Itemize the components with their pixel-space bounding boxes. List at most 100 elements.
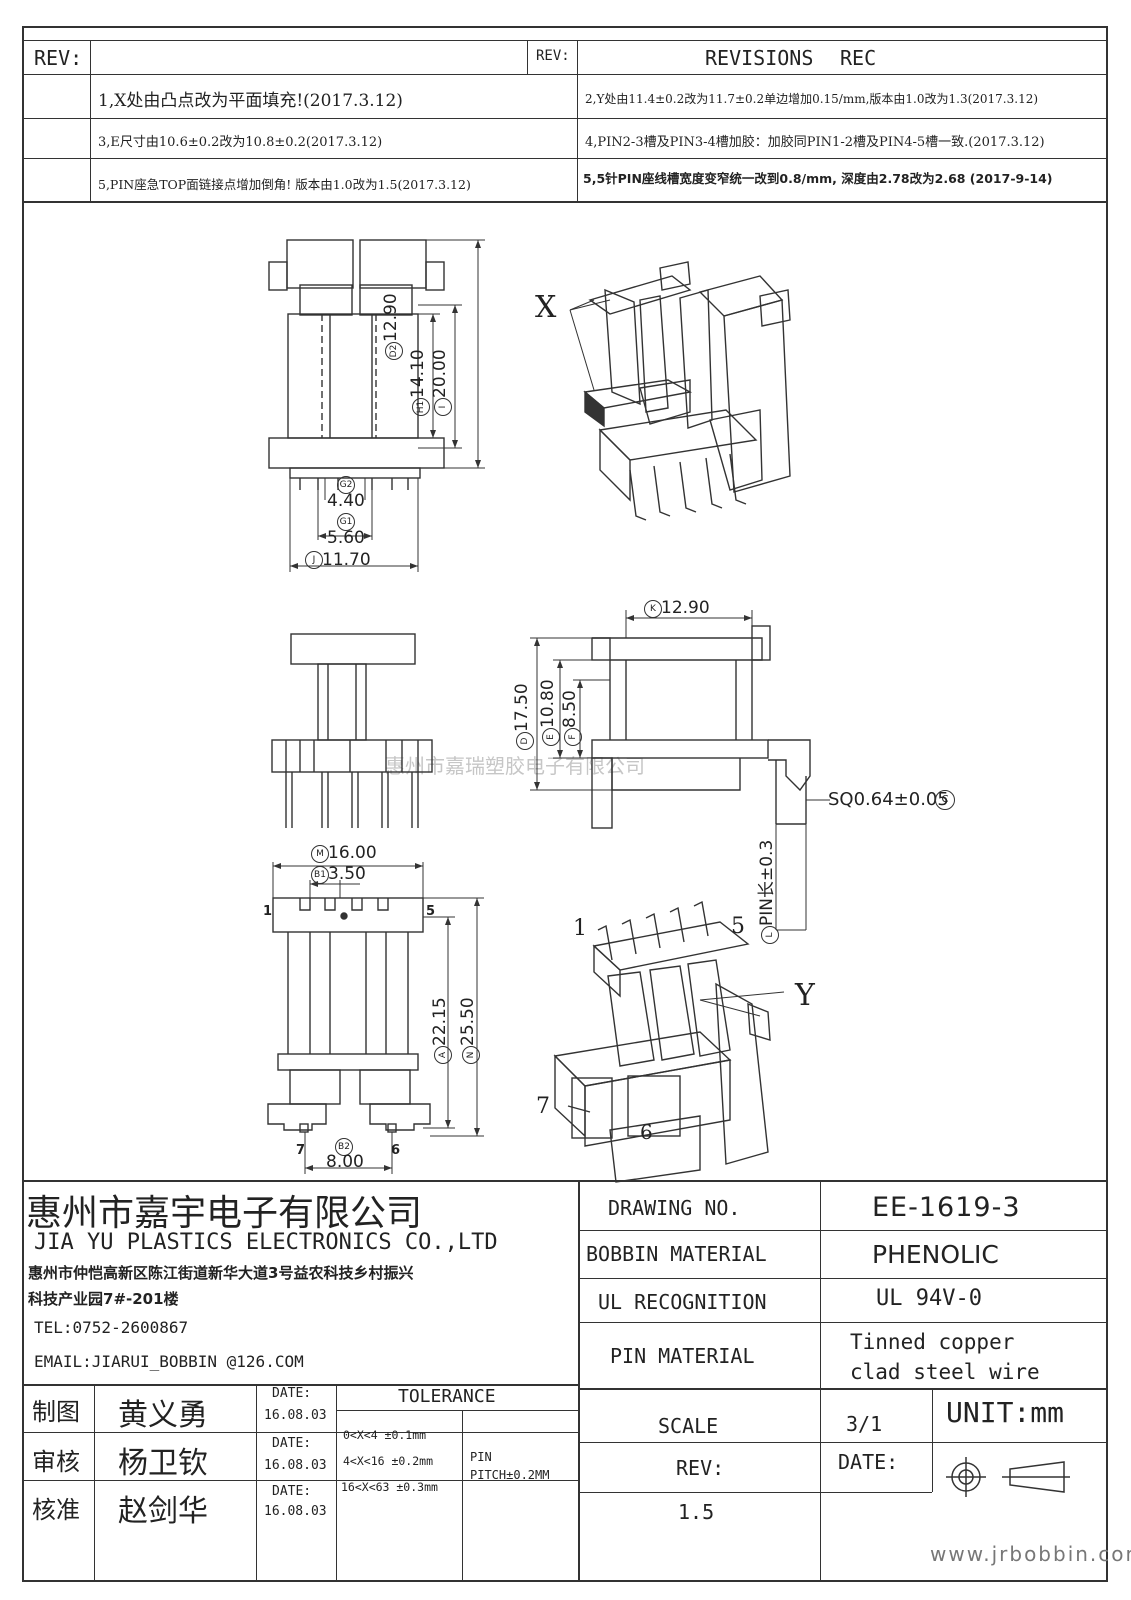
rev-label-left: REV: [34,46,83,70]
company-address-line2: 科技产业园7#-201楼 [28,1290,179,1308]
pin-number: 7 [296,1143,306,1158]
dim-m-text: 16.00 [328,843,377,863]
iso-view-bottom [553,900,785,1183]
signoff-role: 审核 [32,1448,80,1476]
dim-h1-text: 14.10 [408,349,428,398]
revision-item: 1,X处由凸点改为平面填充!(2017.3.12) [98,91,403,111]
pin-number: 1 [573,916,587,941]
signoff-name: 杨卫钦 [118,1446,208,1481]
dim-m-circle: M [311,845,329,863]
drawing-no-value: EE-1619-3 [872,1192,1021,1223]
dim-d2-circle: D2 [385,342,403,360]
revision-item: 3,E尺寸由10.6±0.2改为10.8±0.2(2017.3.12) [98,135,383,150]
signoff-date: 16.08.03 [264,1504,327,1519]
dim-d-value: D17.50 [512,683,534,750]
drawing-frame [22,26,1108,1582]
signoff-role: 核准 [32,1496,80,1524]
dim-d-circle: D [516,732,534,750]
dim-n-text: 25.50 [458,997,478,1046]
drawing-no-label: DRAWING NO. [608,1196,741,1220]
dim-b1-text: 3.50 [328,864,366,884]
rev-value: 1.5 [678,1500,715,1524]
tolerance-row: 16<X<63 ±0.3mm [341,1480,438,1494]
signoff-date-label: DATE: [272,1436,312,1451]
pin-pitch-value: PITCH±0.2MM [470,1468,550,1482]
dim-k-text: 12.90 [661,598,710,618]
dim-a-circle: A [434,1046,452,1064]
side-view-left [271,633,433,828]
side-view-right-dims [530,610,830,931]
dim-d2-value: D212.90 [381,293,403,360]
callout-x: X [535,290,557,325]
dim-l-circle: L [761,926,779,944]
pin-material-value-line1: Tinned copper [850,1330,1015,1354]
signoff-name: 赵剑华 [118,1494,208,1529]
dim-pin-len-text: PIN长±0.3 [757,839,777,926]
dim-j-text: 11.70 [322,550,371,570]
dim-i-text: 20.00 [430,349,450,398]
dim-n-circle: N [462,1046,480,1064]
dim-d-text: 17.50 [512,683,532,732]
signoff-date: 16.08.03 [264,1458,327,1473]
bobbin-material-value: PHENOLIC [872,1240,999,1269]
pin-material-value-line2: clad steel wire [850,1360,1040,1384]
dim-f-value: F8.50 [560,690,582,746]
watermark-website: www.jrbobbin.com [930,1542,1131,1566]
iso-view-top [569,261,791,521]
signoff-role: 制图 [32,1398,80,1426]
bobbin-material-label: BOBBIN MATERIAL [586,1242,767,1266]
scale-value: 3/1 [846,1412,883,1436]
front-view-top [268,239,445,490]
tolerance-row: 0<X<4 ±0.1mm [343,1428,427,1442]
signoff-date: 16.08.03 [264,1408,327,1423]
pin-number: 5 [426,904,436,919]
dim-f-text: 8.50 [560,690,580,728]
rev-label-right: REV: [536,48,570,64]
ul-recognition-label: UL RECOGNITION [598,1290,767,1314]
scale-label: SCALE [658,1414,719,1438]
dim-sq-text: SQ0.64±0.05 [828,789,949,810]
revision-item: 5,PIN座急TOP面链接点增加倒角! 版本由1.0改为1.5(2017.3.1… [98,177,471,192]
dim-j-circle: J [305,551,323,569]
dim-e-text: 10.80 [538,679,558,728]
tolerance-title: TOLERANCE [398,1386,496,1407]
dim-a-value: A22.15 [430,997,452,1064]
signoff-date-label: DATE: [272,1484,312,1499]
dim-d2-text: 12.90 [381,293,401,342]
pin-number: 6 [391,1143,401,1158]
company-name-en: JIA YU PLASTICS ELECTRONICS CO.,LTD [34,1230,498,1255]
dim-g1-text: 5.60 [327,528,365,548]
dim-i-circle: I [434,398,452,416]
pin-number: 6 [640,1120,653,1144]
dim-g2-text: 4.40 [327,491,365,511]
dim-f-circle: F [564,728,582,746]
signoff-date-label: DATE: [272,1386,312,1401]
dim-b2-text: 8.00 [326,1152,364,1172]
dim-h1-value: H114.10 [408,349,430,416]
bottom-view [267,897,431,1133]
dim-pin-length: LPIN长±0.3 [752,840,779,944]
dim-b1-circle: B1 [311,866,329,884]
revisions-header: REVISIONS [705,46,814,70]
pin-number: 7 [536,1094,550,1119]
dim-g2-circle: G2 [337,476,355,494]
dim-e-circle: E [542,728,560,746]
dim-g1-circle: G1 [337,513,355,531]
dim-a-text: 22.15 [430,997,450,1046]
projection-symbol-icon [946,1457,1070,1497]
dim-b2-circle: B2 [335,1138,353,1156]
unit-label: UNIT:mm [946,1396,1065,1429]
tolerance-row: 4<X<16 ±0.2mm [343,1454,434,1468]
dimension-arrows [273,240,752,1171]
side-view-right [591,625,811,829]
bottom-view-dims [272,862,484,1174]
dim-k-circle: K [644,600,662,618]
dim-e-value: E10.80 [538,679,560,746]
dim-i-value: I20.00 [430,349,452,416]
date-label: DATE: [838,1450,899,1474]
dim-h1-circle: H1 [412,398,430,416]
pin-material-label: PIN MATERIAL [610,1344,755,1368]
company-tel: TEL:0752-2600867 [34,1318,189,1337]
